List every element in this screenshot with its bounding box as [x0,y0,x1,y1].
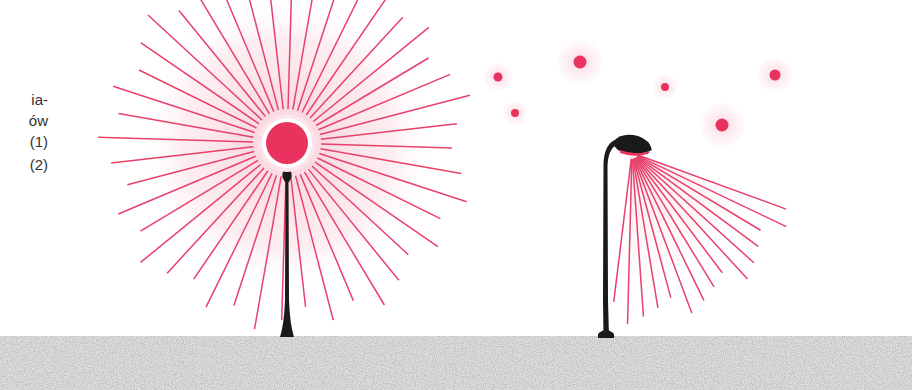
light-ray [266,0,283,109]
dot-halo [758,58,792,92]
glow-dot [758,58,792,92]
light-ray [305,172,385,305]
light-ray [98,137,253,142]
text-fragment: (1) [30,133,48,151]
globe-lamp [258,114,316,337]
light-ray [141,43,259,124]
light-ray [312,166,408,255]
dot-core [661,83,669,91]
glow-dot [558,40,602,84]
light-ray [148,15,262,120]
light-ray [223,0,274,112]
light-ray [293,0,319,110]
light-ray [637,156,786,227]
light-ray [628,159,632,324]
lamp-head [614,135,652,154]
dot-halo [558,40,602,84]
ground [0,336,912,390]
light-ray [636,157,753,263]
dot-core [511,109,519,117]
light-ray [193,0,270,114]
light-ray [302,0,365,113]
light-ray [638,155,786,209]
shielded-lamp [598,135,652,338]
lamp-lens [620,150,650,156]
lamp-halo [258,114,316,172]
glow-dot [700,103,744,147]
light-ray [306,0,394,115]
ground-band [0,336,912,390]
dot-core [770,70,781,81]
light-ray [206,173,272,307]
ground-texture [0,336,912,390]
glow-dot [484,63,512,91]
light-ray [310,17,403,118]
light-glow [630,155,800,330]
light-ray [321,144,452,148]
light-ray [320,95,470,134]
light-ray [296,176,334,320]
text-fragment: (2) [30,156,48,174]
stars [484,40,792,147]
dot-halo [484,63,512,91]
light-ray [291,177,306,307]
light-ray [637,157,758,247]
lamp-pole [603,139,621,337]
light-ray [315,162,438,246]
glow-dot [653,75,677,99]
text-fragment: ia- [31,91,48,109]
lamp-pole [280,180,294,337]
light-ray [636,157,747,279]
light-ray [632,159,643,317]
light-ray [140,161,257,232]
light-ray [319,154,466,202]
light-ray [300,174,353,300]
light-ray [127,152,254,185]
dot-halo [503,101,527,125]
dot-halo [653,75,677,99]
light-ray [316,58,428,125]
dot-core [716,119,729,132]
lamp-base [598,330,614,338]
light-ray [321,124,457,139]
dot-core [574,56,587,69]
light-ray [288,0,292,109]
dot-core [494,73,503,82]
light-ray [179,10,266,116]
light-ray [234,175,277,305]
light-rays [614,155,787,324]
light-ray [194,171,268,279]
glow-dot [503,101,527,125]
light-ray [635,158,714,287]
light-ray [111,147,253,163]
light-ray [167,168,264,273]
dot-halo [700,103,744,147]
text-fragment: ów [29,112,48,130]
light-ray [318,74,450,129]
light-ray [118,156,255,214]
light-rays [98,0,470,329]
lamp-ring [262,118,312,168]
lamp-globe [266,122,308,164]
